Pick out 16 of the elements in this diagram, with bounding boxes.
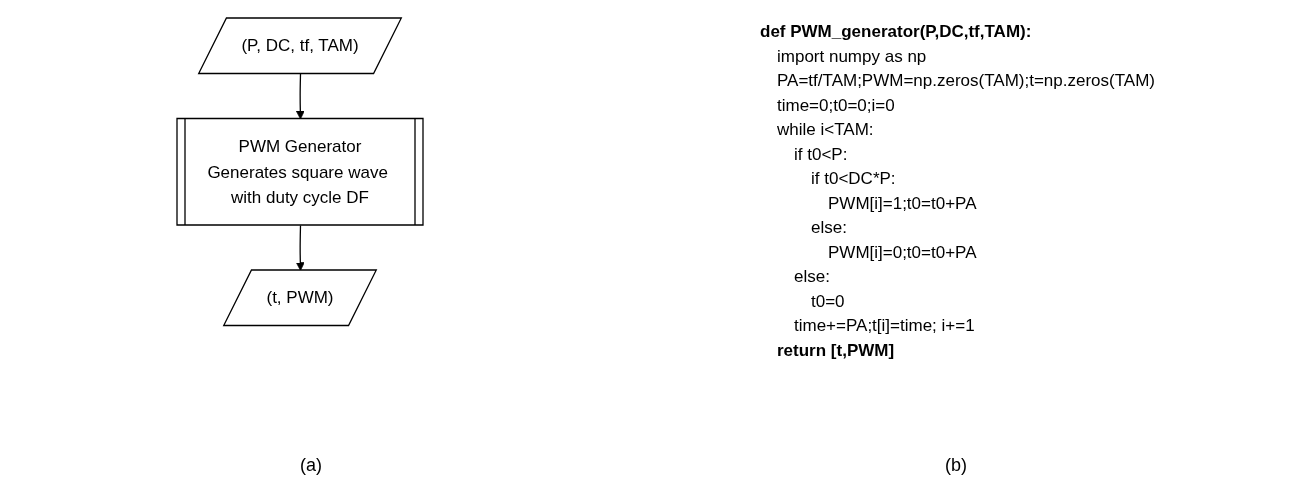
code-line: t0=0: [811, 290, 845, 313]
code-line: def PWM_generator(P,DC,tf,TAM):: [760, 21, 1032, 43]
code-line: import numpy as np: [777, 45, 927, 68]
code-line: PWM[i]=1;t0=t0+PA: [828, 192, 977, 215]
code-line: return [t,PWM]: [777, 339, 895, 362]
code-line: else:: [794, 266, 830, 288]
panel-caption: (a): [300, 455, 322, 476]
code-line: time=0;t0=0;i=0: [777, 94, 895, 117]
code-line: while i<TAM:: [777, 119, 874, 141]
panel-caption: (b): [945, 455, 967, 476]
code-line: if t0<P:: [794, 143, 848, 166]
code-line: PWM[i]=0;t0=t0+PA: [828, 241, 977, 264]
code-line: time+=PA;t[i]=time; i+=1: [794, 315, 975, 337]
code-line: else:: [811, 217, 847, 239]
code-line: if t0<DC*P:: [811, 168, 896, 190]
code-line: PA=tf/TAM;PWM=np.zeros(TAM);t=np.zeros(TAM): [777, 70, 1155, 92]
